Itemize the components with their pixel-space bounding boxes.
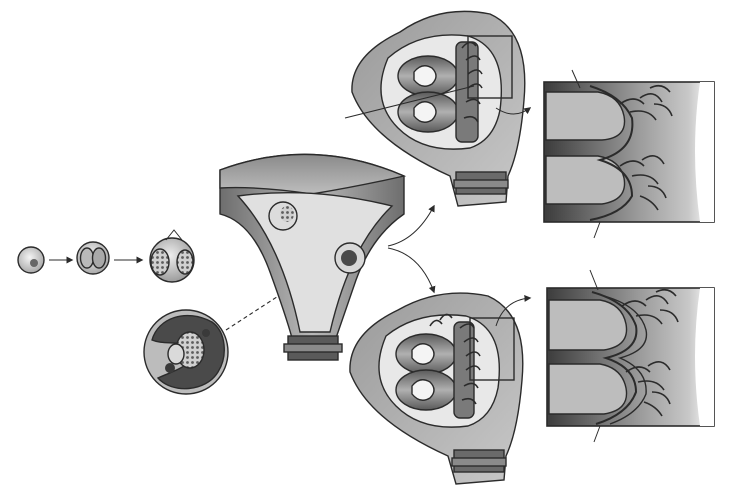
twins-fused-placenta (350, 293, 523, 484)
zygote (18, 247, 44, 273)
curved-arrow-icon (388, 248, 434, 292)
implanting-blastocyst-enlarged (144, 310, 228, 394)
inset-shared-placenta-membranes (544, 70, 714, 238)
two-cell-embryo (77, 242, 109, 274)
inset-fused-placenta-membranes (547, 270, 714, 442)
blastocyst (150, 230, 194, 282)
